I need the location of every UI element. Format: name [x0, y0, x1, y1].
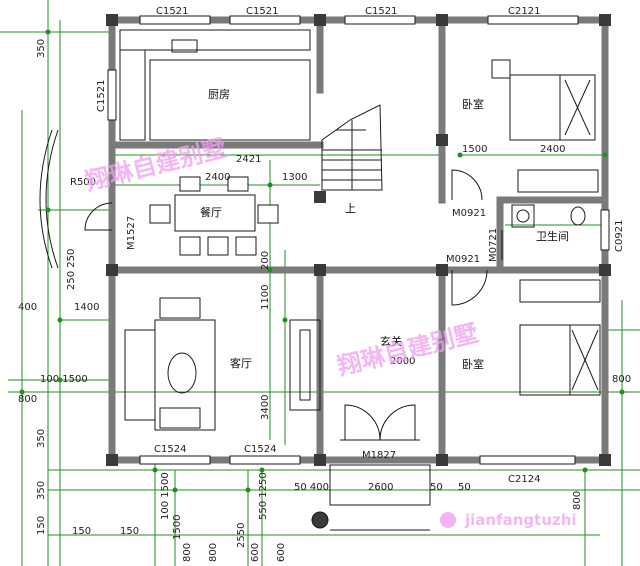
dim-text: 150: [72, 526, 91, 537]
dim-text: 50: [430, 482, 443, 493]
staircase: [321, 104, 383, 191]
dim-text: 550 1250: [258, 472, 269, 520]
dining-table: [149, 176, 279, 256]
window-code: C2121: [508, 6, 540, 17]
dim-text: 2400: [540, 144, 565, 155]
window-code: C2124: [508, 474, 540, 485]
window-code: C1521: [365, 6, 397, 17]
window-code: C1521: [156, 6, 188, 17]
dim-text: 1300: [282, 172, 307, 183]
watermark-text: 翔琳自建别墅: [335, 319, 481, 381]
balcony-arc: [39, 129, 59, 269]
bathroom-fixtures: [511, 204, 586, 228]
dim-text: 150: [36, 516, 47, 535]
door-code: M0721: [488, 228, 499, 262]
living-furniture: [124, 297, 321, 431]
dim-text: 250 250: [66, 249, 77, 290]
door-code: 2421: [236, 154, 261, 165]
dim-text: 600: [276, 543, 287, 562]
dim-text: 800: [18, 394, 37, 405]
room-bedroom-bottom: 卧室: [462, 357, 484, 371]
stair-up-label: 上: [345, 202, 356, 215]
door-code: M1527: [126, 216, 137, 250]
kitchen-fixtures: [119, 29, 311, 141]
dim-text: 350: [36, 429, 47, 448]
door-code: M1827: [362, 450, 396, 461]
room-labels: 厨房 餐厅 客厅 卧室 卧室 卫生间 玄关 上: [200, 88, 569, 371]
bed-bottom: [519, 279, 601, 396]
window-code: C1524: [154, 444, 186, 455]
dim-text: 1100: [260, 285, 271, 310]
dim-text: 200: [260, 251, 271, 270]
porch: [311, 464, 431, 531]
dim-text: 1400: [74, 302, 99, 313]
room-bedroom-top: 卧室: [462, 97, 484, 111]
dim-text: 150: [120, 526, 139, 537]
dim-text: 800: [182, 543, 193, 562]
dim-text: 2550: [236, 523, 247, 548]
window-code: C1524: [244, 444, 276, 455]
windows: [107, 15, 610, 465]
dim-text: 2600: [368, 482, 393, 493]
room-living: 客厅: [230, 356, 252, 370]
dim-text: 350: [36, 39, 47, 58]
bed-top: [491, 59, 599, 193]
watermark-logo-text: jianfangtuzhi: [464, 511, 577, 529]
dimension-texts: 2400 1300 1500 2400 200 1100 3400 1400 4…: [18, 39, 631, 562]
dim-text: 100 1500: [40, 374, 88, 385]
dim-text: 50: [458, 482, 471, 493]
dim-text: 50 400: [294, 482, 329, 493]
opening-codes: C1521 C1521 C1521 C2121 C1521 C1524 C152…: [70, 6, 625, 485]
room-dining: 餐厅: [200, 205, 222, 219]
dim-text: 600: [250, 543, 261, 562]
dim-text: 1500: [462, 144, 487, 155]
columns: [106, 14, 611, 466]
door-code: M0921: [446, 254, 480, 265]
dim-text: 800: [208, 543, 219, 562]
window-code: C1521: [96, 80, 107, 112]
room-kitchen: 厨房: [208, 88, 230, 101]
dim-text: 350: [36, 481, 47, 500]
dim-text: 800: [612, 374, 631, 385]
foyer-dimension: 2000: [390, 356, 415, 367]
arc-radius: R500: [70, 177, 96, 188]
window-code: C0921: [614, 220, 625, 252]
room-bathroom: 卫生间: [536, 229, 569, 243]
dim-text: 2400: [205, 172, 230, 183]
room-foyer: 玄关: [380, 334, 402, 348]
dim-text: 400: [18, 302, 37, 313]
dim-text: 100 1500: [160, 472, 171, 520]
dim-text: 1500: [172, 515, 183, 540]
door-code: M0921: [452, 208, 486, 219]
dimension-ticks: [19, 29, 625, 493]
dim-text: 800: [572, 491, 583, 510]
watermark-logo-icon: [440, 512, 456, 528]
window-code: C1521: [246, 6, 278, 17]
dim-text: 3400: [260, 395, 271, 420]
doors: [84, 169, 503, 441]
